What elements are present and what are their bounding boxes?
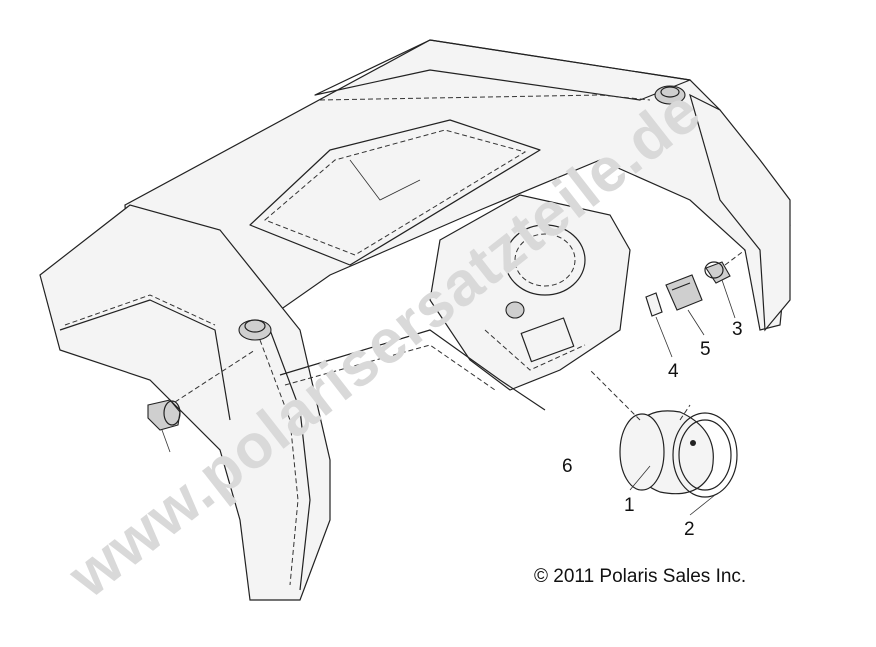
callout-2: 2	[684, 519, 695, 540]
callout-4: 4	[668, 361, 679, 382]
part-4-plug	[645, 292, 663, 317]
part-1-gauge	[589, 369, 714, 495]
part-3-socket	[704, 249, 746, 284]
copyright-text: © 2011 Polaris Sales Inc.	[534, 566, 746, 587]
part-5-switch-block	[665, 274, 703, 311]
dashboard-assembly	[39, 39, 791, 601]
part-6-switch	[147, 349, 256, 431]
part-2-bezel	[672, 404, 738, 498]
callout-1: 1	[624, 495, 635, 516]
callout-3: 3	[732, 319, 743, 340]
callout-6: 6	[562, 456, 573, 477]
leader-lines	[161, 279, 736, 516]
callout-5: 5	[700, 339, 711, 360]
